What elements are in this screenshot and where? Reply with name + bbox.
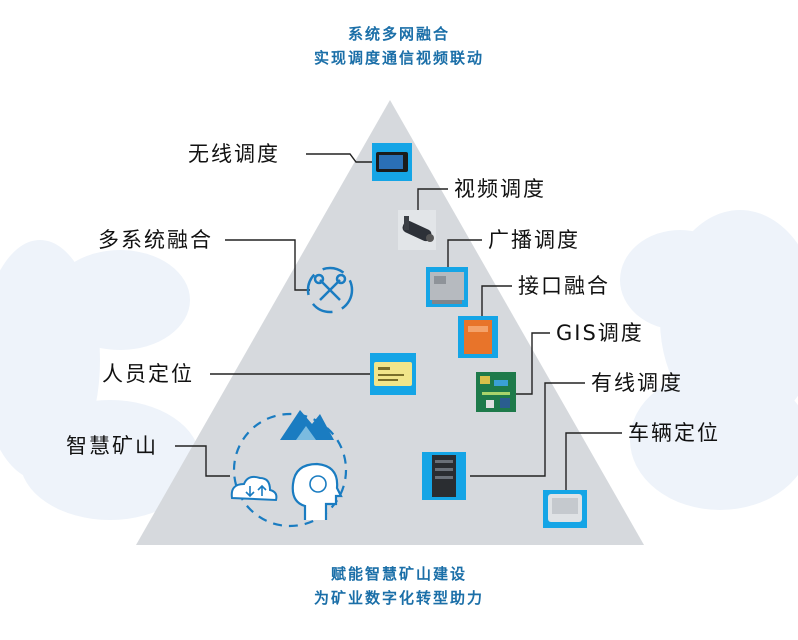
connector-smart-mine [175, 445, 230, 477]
connector-wired [470, 382, 585, 477]
interface-box-icon [458, 316, 498, 358]
broadcast-box-icon [426, 267, 468, 307]
label-broadcast-dispatch: 广播调度 [488, 228, 580, 252]
label-interface-fusion: 接口融合 [518, 274, 610, 298]
label-wired-dispatch: 有线调度 [591, 371, 683, 395]
label-personnel-positioning: 人员定位 [102, 362, 194, 386]
label-wireless-dispatch: 无线调度 [188, 142, 280, 166]
connector-broadcast [447, 239, 482, 268]
bottom-heading-line2: 为矿业数字化转型助力 [313, 589, 484, 607]
connector-multi-system [225, 239, 310, 291]
top-heading-line1: 系统多网融合 [347, 25, 450, 43]
label-video-dispatch: 视频调度 [454, 177, 546, 201]
connector-gis [516, 332, 550, 395]
label-vehicle-positioning: 车辆定位 [628, 421, 720, 445]
bottom-heading-line1: 赋能智慧矿山建设 [330, 565, 467, 583]
label-multi-system-fusion: 多系统融合 [98, 228, 213, 252]
connector-video [417, 188, 448, 212]
bottom-heading: 赋能智慧矿山建设 为矿业数字化转型助力 [0, 562, 798, 610]
top-heading: 系统多网融合 实现调度通信视频联动 [0, 22, 798, 70]
cloud-mind-icon [230, 410, 348, 528]
tools-cycle-icon [306, 266, 354, 314]
id-card-icon [370, 353, 416, 395]
connector-vehicle [565, 432, 622, 492]
connector-lines [175, 153, 622, 492]
pyramid [136, 100, 644, 545]
server-cabinet-icon [422, 452, 466, 500]
camera-icon [398, 210, 436, 250]
top-heading-line2: 实现调度通信视频联动 [313, 49, 484, 67]
circuit-board-icon [476, 372, 516, 412]
connector-interface [481, 285, 512, 316]
vehicle-terminal-icon [543, 490, 587, 528]
tablet-device-icon [372, 143, 412, 181]
connector-wireless [306, 153, 372, 163]
label-gis-dispatch: GIS调度 [556, 321, 644, 345]
label-smart-mine: 智慧矿山 [66, 434, 158, 458]
